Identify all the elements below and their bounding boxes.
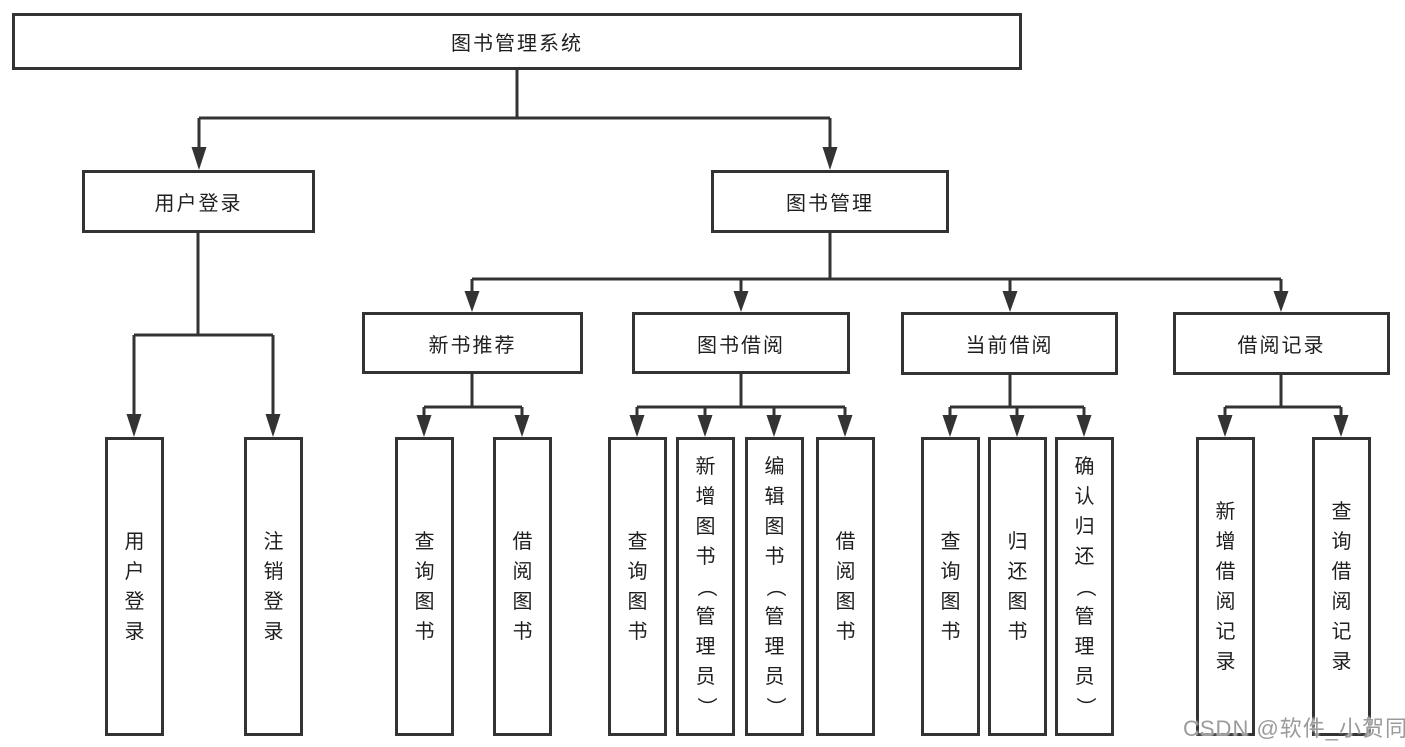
leaf-record-add-borrow-record: 新增借阅记录 [1196, 437, 1255, 736]
leaf-record-query-borrow-record: 查询借阅记录 [1312, 437, 1371, 736]
leaf-logout: 注销登录 [244, 437, 303, 736]
leaf-borrow-borrow-books: 借阅图书 [816, 437, 875, 736]
leaf-newbook-borrow-books: 借阅图书 [493, 437, 552, 736]
arrowheads-leaves [416, 415, 1349, 437]
arrowheads-userlogin-leaves [126, 414, 281, 437]
node-book-borrow: 图书借阅 [632, 312, 850, 374]
arrowheads-level2 [191, 147, 838, 170]
edge-borrow-to-leaves [635, 374, 847, 416]
csdn-watermark: CSDN @软件_小贺同学 [1183, 716, 1405, 741]
leaf-borrow-query-books: 查询图书 [608, 437, 667, 736]
edge-userlogin-to-leaves [132, 233, 275, 415]
node-root: 图书管理系统 [12, 13, 1022, 70]
leaf-borrow-add-books-admin: 新增图书（管理员） [676, 437, 735, 736]
node-current-borrow: 当前借阅 [901, 312, 1118, 375]
edge-newbook-to-leaves [422, 374, 524, 416]
edge-current-to-leaves [948, 374, 1086, 416]
edge-bookmgmt-to-level3 [470, 233, 1283, 292]
leaf-current-query-books: 查询图书 [921, 437, 980, 736]
node-new-book-recommend: 新书推荐 [362, 312, 583, 374]
leaf-borrow-edit-books-admin: 编辑图书（管理员） [745, 437, 804, 736]
node-borrow-record: 借阅记录 [1173, 312, 1390, 375]
node-user-login: 用户登录 [82, 170, 315, 233]
leaf-current-return-books: 归还图书 [988, 437, 1047, 736]
arrowheads-level3 [464, 291, 1289, 312]
leaf-newbook-query-books: 查询图书 [395, 437, 454, 736]
leaf-current-confirm-return-admin: 确认归还（管理员） [1055, 437, 1114, 736]
edge-record-to-leaves [1223, 374, 1343, 416]
leaf-user-login: 用户登录 [105, 437, 164, 736]
node-book-management: 图书管理 [711, 170, 949, 233]
edge-root-to-level2 [197, 70, 832, 148]
